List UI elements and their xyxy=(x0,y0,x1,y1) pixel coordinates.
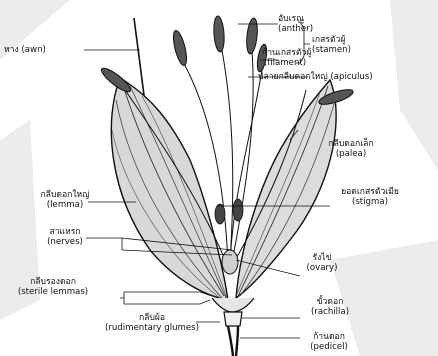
label-nerves: สาแหรก (nerves) xyxy=(38,227,92,247)
label-palea: กลีบดอกเล็ก (palea) xyxy=(316,139,386,159)
ovary-drawing xyxy=(222,250,238,274)
label-filament: ก้านเกสรตัวผู้ (filament) xyxy=(262,48,308,68)
label-anther: อับเรณู (anther) xyxy=(278,14,304,34)
label-apiculus: ปลายกลีบดอกใหญ่ (apiculus) xyxy=(258,72,373,82)
label-lemma: กลีบดอกใหญ่ (lemma) xyxy=(28,190,102,210)
label-ovary: รังไข่ (ovary) xyxy=(302,253,342,273)
base-drawing xyxy=(212,298,254,356)
label-rachilla: ขั้วดอก (rachilla) xyxy=(304,297,356,317)
stigma-drawing xyxy=(215,199,243,224)
lemma-drawing xyxy=(111,78,228,300)
label-stigma: ยอดเกสรตัวเมีย (stigma) xyxy=(330,187,410,207)
label-rudimentary-glumes: กลีบผ้อ (rudimentary glumes) xyxy=(104,313,200,333)
label-awn: หาง (awn) xyxy=(4,45,46,55)
label-sterile-lemmas: กลีบรองดอก (sterile lemmas) xyxy=(8,277,98,297)
label-stamen: เกสรตัวผู้ (stamen) xyxy=(312,35,351,55)
label-pedicel: ก้านดอก (pedicel) xyxy=(304,332,354,352)
